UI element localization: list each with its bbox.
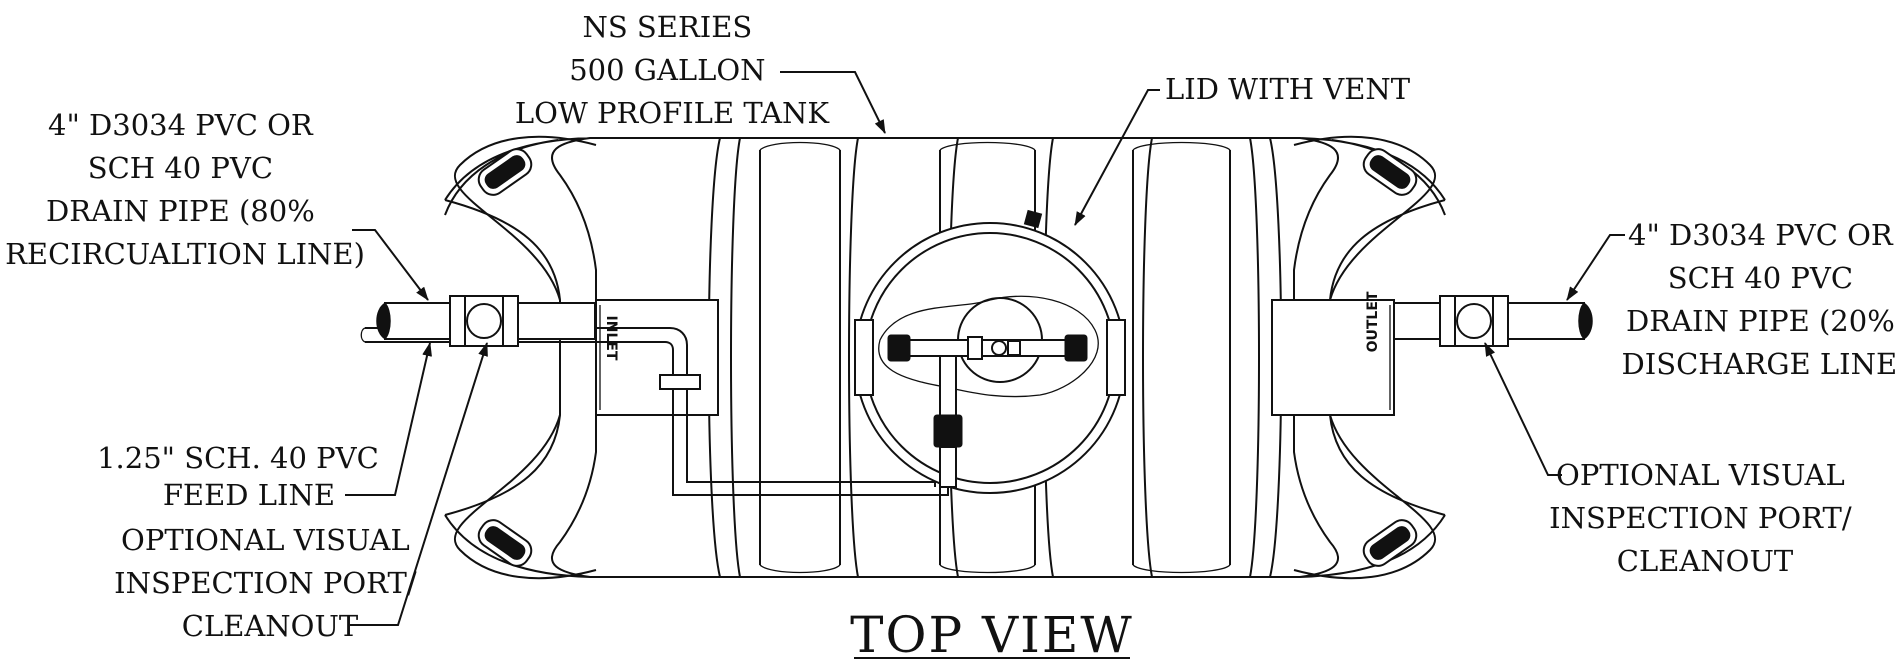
tank-handles: [477, 148, 1418, 567]
callout-feed-line: 1.25" SCH. 40 PVC FEED LINE: [97, 441, 388, 512]
inlet-label: INLET: [603, 316, 619, 361]
diagram-title: TOP VIEW: [850, 606, 1134, 664]
lid-vent: [1023, 209, 1043, 229]
tank-left-outer-lobe: [453, 135, 597, 580]
outlet-panel: [1271, 299, 1395, 416]
callout-tank: NS SERIES 500 GALLON LOW PROFILE TANK: [515, 10, 830, 130]
tank-body: [444, 135, 1446, 580]
callout-discharge-pipe: 4" D3034 PVC OR SCH 40 PVC DRAIN PIPE (2…: [1622, 218, 1897, 381]
manifold: [360, 327, 1088, 496]
outlet-label: OUTLET: [1365, 291, 1381, 352]
tank-rib-crests: [759, 141, 1231, 574]
callout-inspection-left: OPTIONAL VISUAL INSPECTION PORT/ CLEANOU…: [114, 523, 426, 643]
tank-lid: [854, 209, 1126, 494]
callout-inspection-right: OPTIONAL VISUAL INSPECTION PORT/ CLEANOU…: [1549, 458, 1861, 578]
recirculation-pipe: [376, 295, 596, 347]
tank-left-endcap: [444, 137, 720, 578]
leader-lines: [345, 71, 1625, 626]
discharge-pipe: [1393, 295, 1593, 347]
callout-recirc-pipe: 4" D3034 PVC OR SCH 40 PVC DRAIN PIPE (8…: [5, 108, 365, 271]
inlet-panel: [595, 299, 719, 416]
callout-lid: LID WITH VENT: [1165, 72, 1411, 106]
